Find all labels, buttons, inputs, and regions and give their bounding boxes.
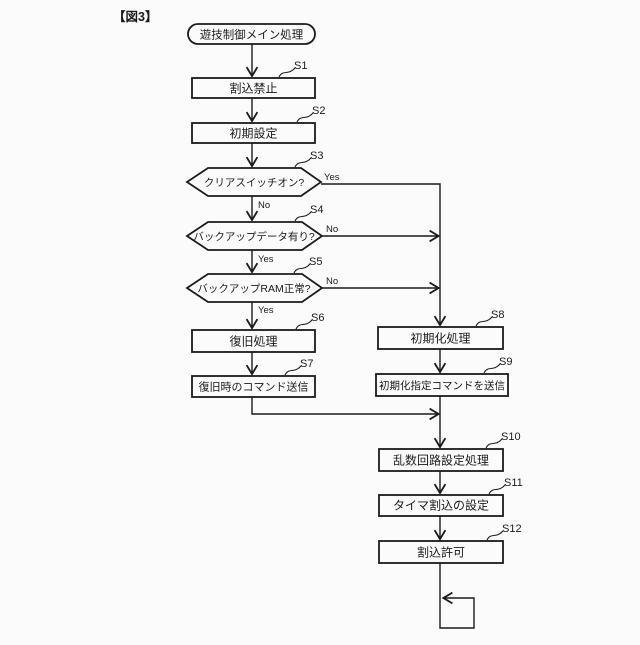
leader-s10: [485, 438, 503, 449]
node-s4-decision: [185, 221, 324, 251]
step-ref-s11: S11: [504, 477, 523, 489]
leader-s8: [475, 316, 493, 327]
leader-s9: [483, 363, 501, 374]
node-s6-box: [191, 329, 316, 353]
arrow-s7-merge: [251, 397, 438, 414]
branch-s4-yes-label: Yes: [258, 254, 274, 265]
branch-s5-yes-label: Yes: [258, 305, 274, 316]
step-ref-s1: S1: [294, 60, 307, 72]
node-s7-box: [191, 375, 316, 398]
loop-back-line: [439, 563, 475, 629]
step-ref-s5: S5: [309, 256, 322, 268]
branch-s3-yes-line: [321, 183, 440, 325]
node-s12-label: 割込許可: [417, 545, 465, 560]
node-s2-box: [191, 122, 316, 144]
node-s8-box: [377, 326, 504, 350]
node-s3-decision: [185, 167, 323, 197]
step-ref-s7: S7: [300, 358, 313, 370]
leader-s3: [294, 157, 312, 168]
step-ref-s4: S4: [310, 204, 323, 216]
node-s3-label: クリアスイッチオン?: [204, 177, 304, 189]
step-ref-s2: S2: [312, 105, 325, 117]
node-s6-label: 復旧処理: [229, 334, 277, 349]
leader-s4: [294, 211, 312, 222]
node-s12-box: [378, 540, 504, 564]
start-node-label: 遊技制御メイン処理: [200, 28, 304, 42]
node-s8-label: 初期化処理: [410, 332, 470, 346]
leader-s6: [295, 319, 313, 330]
node-s11-box: [378, 494, 504, 517]
step-ref-s6: S6: [311, 312, 324, 324]
leader-s7: [284, 365, 302, 376]
step-ref-s9: S9: [499, 356, 512, 368]
node-s2-label: 初期設定: [229, 126, 277, 141]
node-s9-box: [375, 373, 509, 397]
node-s10-box: [378, 448, 504, 472]
node-s1-box: [191, 77, 316, 99]
branch-s5-no-label: No: [326, 276, 338, 287]
node-s5-label: バックアップRAM正常?: [197, 282, 310, 295]
leader-s2: [296, 112, 314, 123]
leader-s5: [293, 263, 311, 274]
leader-s12: [486, 530, 504, 541]
leader-s1: [278, 67, 296, 78]
node-s4-label: バックアップデータ有り?: [193, 230, 314, 243]
figure-title: 【図3】: [113, 9, 157, 24]
branch-s3-no-label: No: [258, 200, 270, 211]
branch-s3-yes-label: Yes: [324, 172, 340, 183]
node-s10-label: 乱数回路設定処理: [393, 453, 489, 468]
step-ref-s12: S12: [502, 523, 522, 535]
node-s1-label: 割込禁止: [229, 81, 277, 96]
node-s5-decision: [185, 273, 324, 303]
step-ref-s8: S8: [491, 309, 504, 321]
node-s11-label: タイマ割込の設定: [393, 498, 489, 513]
step-ref-s10: S10: [501, 431, 521, 443]
branch-s4-no-label: No: [326, 224, 338, 235]
leader-s11: [488, 484, 506, 495]
step-ref-s3: S3: [310, 150, 323, 162]
node-s7-label: 復旧時のコマンド送信: [199, 380, 309, 394]
node-s9-label: 初期化指定コマンドを送信: [379, 379, 505, 392]
